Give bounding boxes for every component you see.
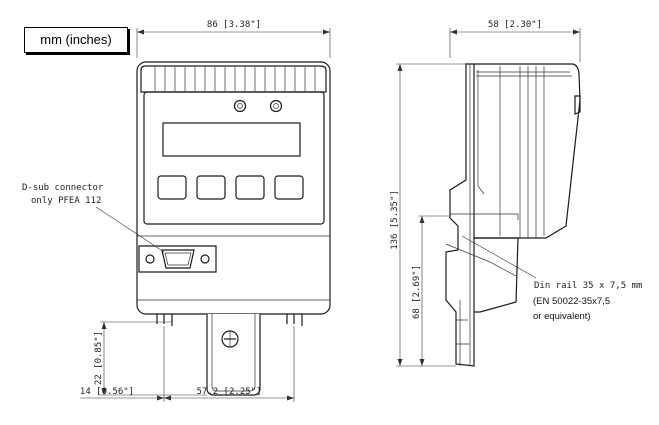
din-label-line1: Din rail 35 x 7,5 mm — [534, 281, 642, 291]
vent-slots — [154, 67, 316, 91]
side-body-lower — [474, 237, 519, 313]
dim-total-height: 136 [5.35"] — [390, 190, 400, 250]
dim-side-depth: 58 [2.30"] — [488, 20, 542, 30]
din-label-line3: or equivalent) — [533, 311, 591, 322]
din-rail — [450, 213, 519, 220]
side-dimensions: 58 [2.30"] 136 [5.35"] 68 [2.69"] — [390, 20, 581, 367]
dsub-shell — [161, 249, 195, 269]
dsub-screw — [145, 254, 155, 264]
side-clip — [574, 95, 581, 115]
led-indicator — [233, 99, 247, 113]
front-housing-outline — [136, 61, 331, 315]
side-back-profile — [445, 63, 475, 367]
key-button — [274, 175, 304, 200]
dim-hole-spacing: 57.2 [2.25"] — [196, 387, 261, 397]
dsub-label-line2: only PFEA 112 — [31, 196, 101, 206]
bottom-clip — [286, 314, 295, 324]
front-face-plate — [143, 91, 325, 225]
dsub-callout: D-sub connector only PFEA 112 — [22, 183, 165, 253]
units-label: mm (inches) — [24, 27, 128, 53]
display-window — [162, 122, 301, 157]
front-view — [136, 61, 331, 396]
bottom-clip — [156, 314, 165, 324]
din-rail-callout: Din rail 35 x 7,5 mm (EN 50022-35x7,5 or… — [461, 235, 642, 322]
dsub-label-line1: D-sub connector — [22, 183, 104, 193]
dim-left-offset: 14 [0.56"] — [80, 387, 134, 397]
key-button — [157, 175, 187, 200]
key-button — [196, 175, 226, 200]
key-button — [235, 175, 265, 200]
dim-rail-height: 68 [2.69"] — [412, 265, 422, 319]
dsub-connector — [138, 245, 217, 273]
front-dimensions: 86 [3.38"] 22 [0.85"] 14 [0.56"] 57.2 [2… — [80, 20, 331, 402]
mounting-tab — [206, 314, 261, 396]
front-top-band — [140, 65, 327, 93]
led-indicator — [269, 99, 283, 113]
side-body-upper — [474, 63, 581, 239]
side-view — [445, 63, 581, 367]
dim-tab-height: 22 [0.85"] — [94, 331, 104, 385]
dsub-screw — [200, 254, 210, 264]
dim-front-width: 86 [3.38"] — [207, 20, 261, 30]
din-label-line2: (EN 50022-35x7,5 — [533, 296, 610, 307]
